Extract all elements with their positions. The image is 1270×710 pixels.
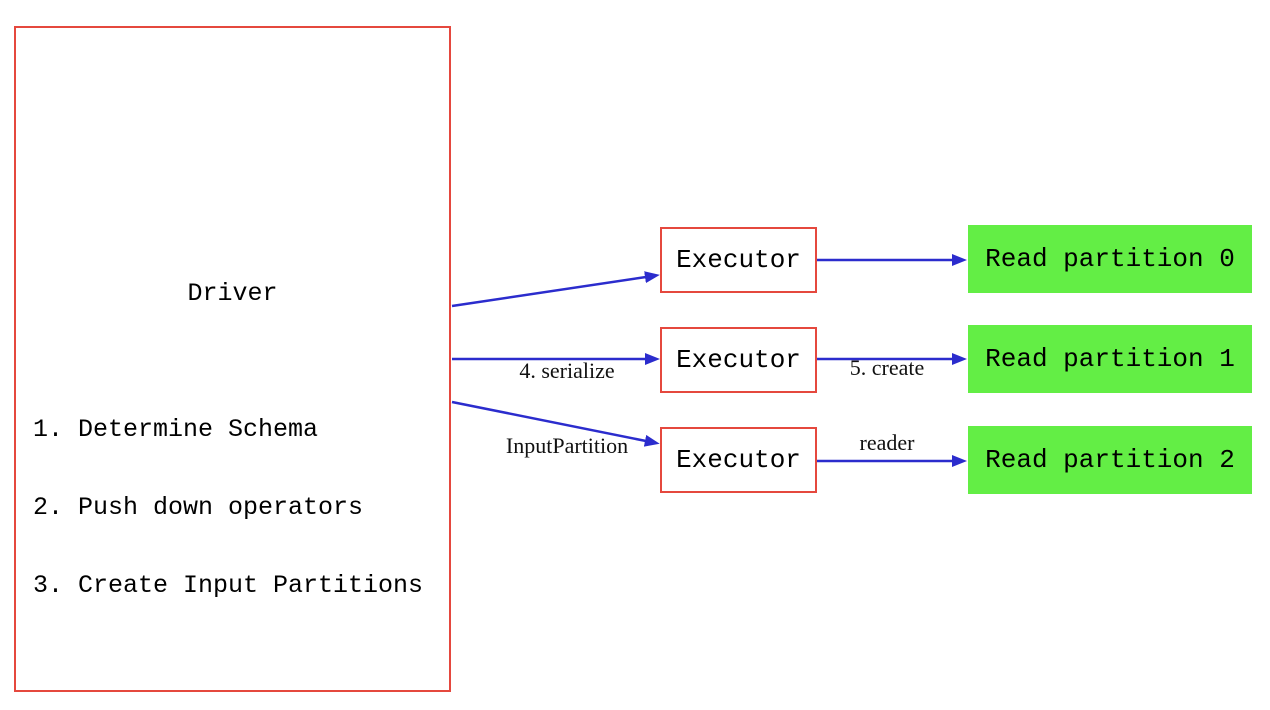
create-reader-label-line-1: 5. create <box>849 355 925 380</box>
read-partition-box-0: Read partition 0 <box>968 225 1252 293</box>
create-reader-label: 5. create reader <box>772 305 1002 505</box>
read-partition-box-1: Read partition 1 <box>968 325 1252 393</box>
executor-box-2: Executor <box>660 427 817 493</box>
read-partition-box-2: Read partition 2 <box>968 426 1252 494</box>
executor-box-1: Executor <box>660 327 817 393</box>
driver-title: Driver <box>187 279 278 308</box>
driver-box: Driver 1. Determine Schema 2. Push down … <box>14 26 451 692</box>
executor-box-0: Executor <box>660 227 817 293</box>
driver-step-3: 3. Create Input Partitions <box>33 571 424 600</box>
serialize-label-line-1: 4. serialize <box>519 358 615 383</box>
serialize-label-line-2: InputPartition <box>505 433 629 458</box>
create-reader-label-line-2: reader <box>859 430 915 455</box>
driver-steps: 1. Determine Schema 2. Push down operato… <box>33 365 423 651</box>
arrow-driver-to-executor-0 <box>451 271 660 308</box>
serialize-inputpartition-label: 4. serialize InputPartition <box>452 308 682 508</box>
driver-step-1: 1. Determine Schema <box>33 415 319 444</box>
driver-step-2: 2. Push down operators <box>33 493 364 522</box>
